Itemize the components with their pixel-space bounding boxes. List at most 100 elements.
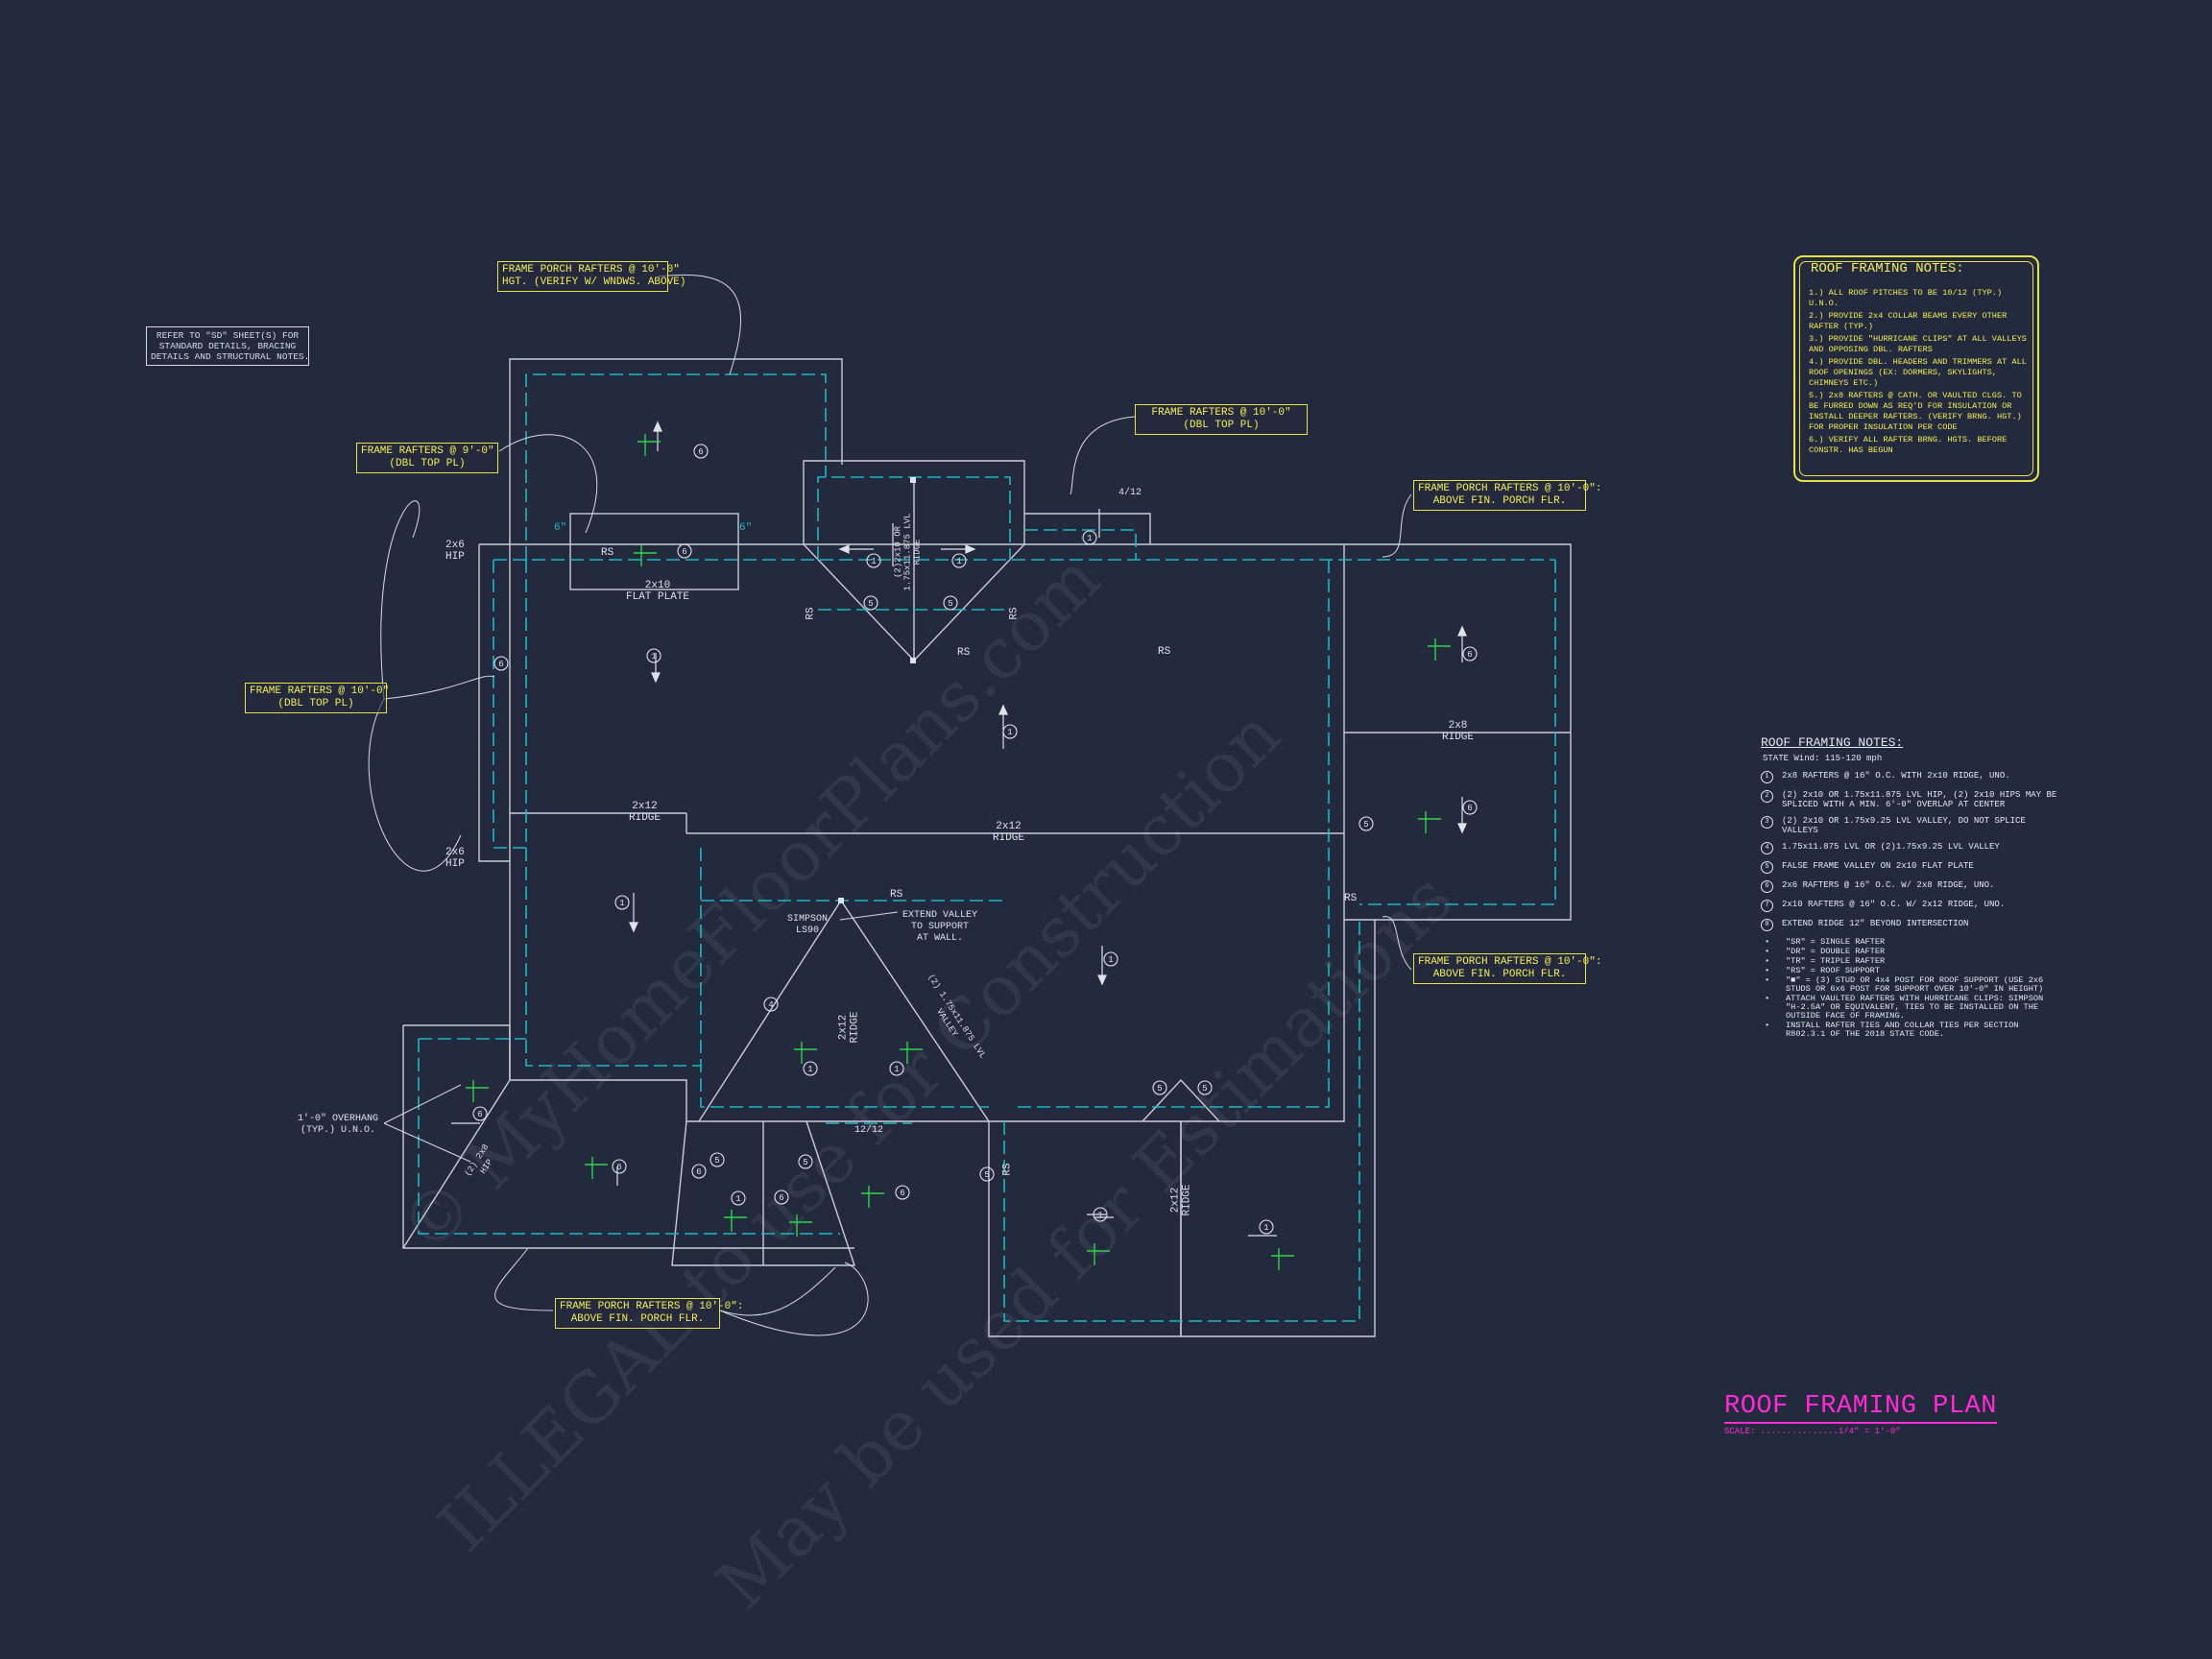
legend-bullet: •"RS" = ROOF SUPPORT bbox=[1765, 966, 1880, 975]
callout-porch-right-top: FRAME PORCH RAFTERS @ 10'-0": ABOVE FIN.… bbox=[1413, 480, 1601, 511]
svg-text:4: 4 bbox=[768, 1000, 773, 1010]
legend-bullet: •"TR" = TRIPLE RAFTER bbox=[1765, 956, 1886, 966]
label-pitch-12-12: 12/12 bbox=[854, 1125, 884, 1136]
label-ridge-2x8: 2x8 RIDGE bbox=[1442, 720, 1475, 743]
label-rs-bay-left: RS bbox=[805, 607, 817, 620]
legend-row: 3(2) 2x10 OR 1.75x9.25 LVL VALLEY, DO NO… bbox=[1761, 816, 2058, 835]
framing-notes-box bbox=[1793, 255, 2039, 482]
label-ridge-2x12-center: 2x12 RIDGE bbox=[993, 821, 1025, 844]
svg-text:6: 6 bbox=[698, 447, 703, 457]
svg-text:1: 1 bbox=[1263, 1223, 1268, 1233]
framing-note: 1.) ALL ROOF PITCHES TO BE 10/12 (TYP.) … bbox=[1809, 288, 2003, 308]
label-ridge-lvl: (2)2x10 OR 1.75x11.875 LVL RIDGE bbox=[893, 513, 923, 591]
svg-text:6: 6 bbox=[616, 1163, 621, 1172]
svg-text:6: 6 bbox=[779, 1193, 783, 1203]
framing-note: 4.) PROVIDE DBL. HEADERS AND TRIMMERS AT… bbox=[1809, 357, 2027, 388]
reference-note: REFER TO "SD" SHEET(S) FOR STANDARD DETA… bbox=[146, 326, 309, 366]
legend-title: ROOF FRAMING NOTES: bbox=[1761, 735, 1904, 750]
label-hip-top: 2x6 HIP bbox=[445, 540, 465, 563]
legend-bullet: •"DR" = DOUBLE RAFTER bbox=[1765, 947, 1886, 956]
plan-scale: SCALE: ...............1/4" = 1'-0" bbox=[1724, 1427, 1901, 1436]
framing-note: 6.) VERIFY ALL RAFTER BRNG. HGTS. BEFORE… bbox=[1809, 435, 2008, 455]
svg-text:5: 5 bbox=[714, 1156, 719, 1166]
label-ridge-2x12-bottom: 2x12 RIDGE bbox=[1169, 1184, 1193, 1216]
label-dim-6-left: 6" bbox=[554, 522, 567, 534]
framing-note: 5.) 2x8 RAFTERS @ CATH. OR VAULTED CLGS.… bbox=[1809, 391, 2022, 432]
svg-text:6: 6 bbox=[1467, 650, 1472, 660]
label-rs-flat: RS bbox=[601, 547, 614, 559]
callout-porch-bottom: FRAME PORCH RAFTERS @ 10'-0": ABOVE FIN.… bbox=[555, 1298, 743, 1329]
label-flat-plate: 2x10 FLAT PLATE bbox=[626, 580, 690, 603]
callout-porch-right-bottom: FRAME PORCH RAFTERS @ 10'-0": ABOVE FIN.… bbox=[1413, 953, 1601, 984]
pitch-marks bbox=[466, 434, 1451, 1270]
svg-text:6: 6 bbox=[498, 660, 503, 669]
leader-lines bbox=[368, 274, 1412, 1336]
callout-frame-9: FRAME RAFTERS @ 9'-0" (DBL TOP PL) bbox=[356, 443, 498, 473]
svg-text:6: 6 bbox=[900, 1189, 904, 1198]
wall-outline bbox=[402, 358, 1572, 1337]
label-overhang: 1'-0" OVERHANG (TYP.) U.N.O. bbox=[298, 1114, 379, 1136]
label-hip-bottom: 2x6 HIP bbox=[445, 847, 465, 870]
svg-text:5: 5 bbox=[868, 599, 873, 609]
tag-numbers: 6 6 1 1 1 5 5 1 6 6 1 1 6 4 1 1 6 6 6 5 1 6 5 6 5 1 1… bbox=[477, 447, 1472, 1233]
framing-notes-title: ROOF FRAMING NOTES: bbox=[1811, 261, 1964, 276]
svg-text:1: 1 bbox=[871, 557, 876, 566]
svg-text:5: 5 bbox=[803, 1158, 807, 1167]
svg-text:1: 1 bbox=[807, 1065, 812, 1074]
label-rs-bay: RS bbox=[957, 647, 971, 659]
svg-text:6: 6 bbox=[682, 547, 686, 557]
svg-text:1: 1 bbox=[1087, 534, 1092, 543]
svg-text:5: 5 bbox=[948, 599, 952, 609]
svg-text:1: 1 bbox=[651, 652, 656, 661]
bearing-lines bbox=[418, 373, 1556, 1322]
label-ridge-2x12-left: 2x12 RIDGE bbox=[629, 801, 661, 824]
svg-text:1: 1 bbox=[1007, 728, 1012, 737]
legend: ROOF FRAMING NOTES: STATE Wind: 115-120 … bbox=[1761, 735, 2058, 1040]
svg-text:1: 1 bbox=[735, 1194, 740, 1204]
post-markers bbox=[838, 477, 916, 903]
svg-text:5: 5 bbox=[1363, 820, 1368, 830]
svg-text:1: 1 bbox=[894, 1065, 899, 1074]
svg-text:5: 5 bbox=[1157, 1084, 1162, 1094]
svg-text:6: 6 bbox=[477, 1110, 482, 1119]
plan-title: ROOF FRAMING PLAN bbox=[1724, 1392, 1997, 1424]
svg-text:1: 1 bbox=[1097, 1211, 1102, 1220]
label-simpson: SIMPSON LS90 bbox=[787, 914, 829, 936]
label-ridge-2x12-vert: 2x12 RIDGE bbox=[837, 1011, 861, 1044]
legend-bullet: •INSTALL RAFTER TIES AND COLLAR TIES PER… bbox=[1765, 1021, 2019, 1039]
callout-porch-top: FRAME PORCH RAFTERS @ 10'-0" HGT. (VERIF… bbox=[497, 261, 685, 292]
svg-text:1: 1 bbox=[619, 899, 624, 908]
label-rs-right-wing: RS bbox=[1344, 893, 1358, 904]
svg-text:6: 6 bbox=[696, 1167, 701, 1177]
svg-text:1: 1 bbox=[1108, 955, 1113, 965]
label-rs-main: RS bbox=[1158, 646, 1171, 658]
label-rs-bay-right: RS bbox=[1008, 607, 1021, 620]
svg-text:5: 5 bbox=[984, 1170, 989, 1180]
svg-text:1: 1 bbox=[956, 557, 961, 566]
framing-note: 3.) PROVIDE "HURRICANE CLIPS" AT ALL VAL… bbox=[1809, 334, 2027, 354]
legend-row: 2(2) 2x10 OR 1.75x11.875 LVL HIP, (2) 2x… bbox=[1761, 790, 2058, 809]
label-dim-6-right: 6" bbox=[739, 522, 753, 534]
legend-bullet: •"■" = (3) STUD OR 4x4 POST FOR ROOF SUP… bbox=[1765, 975, 2044, 994]
legend-bullet: •ATTACH VAULTED RAFTERS WITH HURRICANE C… bbox=[1765, 994, 2044, 1021]
framing-note: 2.) PROVIDE 2x4 COLLAR BEAMS EVERY OTHER… bbox=[1809, 311, 2008, 331]
svg-text:6: 6 bbox=[1467, 804, 1472, 813]
framing-notes-list: 1.) ALL ROOF PITCHES TO BE 10/12 (TYP.) … bbox=[1809, 288, 2032, 458]
svg-text:5: 5 bbox=[1202, 1084, 1207, 1094]
label-pitch-4-12: 4/12 bbox=[1118, 488, 1142, 498]
label-rs-bottom: RS bbox=[1001, 1163, 1014, 1176]
callout-frame-10-top: FRAME RAFTERS @ 10'-0" (DBL TOP PL) bbox=[1135, 404, 1308, 435]
legend-bullet: •"SR" = SINGLE RAFTER bbox=[1765, 937, 1886, 947]
label-rs-valley: RS bbox=[890, 889, 903, 901]
slope-arrows bbox=[451, 421, 1467, 1237]
callout-frame-10-left: FRAME RAFTERS @ 10'-0" (DBL TOP PL) bbox=[245, 683, 389, 713]
detail-tags bbox=[472, 444, 1478, 1235]
label-extend-valley: EXTEND VALLEY TO SUPPORT AT WALL. bbox=[902, 910, 978, 944]
